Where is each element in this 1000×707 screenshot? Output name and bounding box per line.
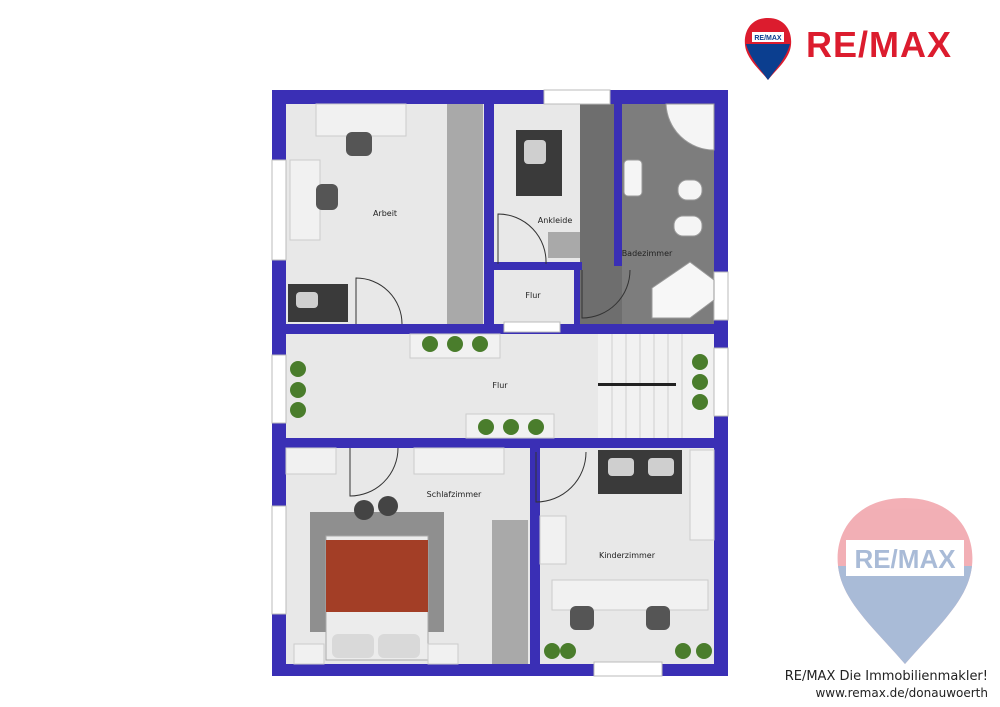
footer-tagline: RE/MAX Die Immobilienmakler! (784, 669, 988, 684)
room-label-ankleide: Ankleide (538, 216, 573, 225)
windows (271, 89, 729, 677)
plants (290, 336, 712, 659)
bathroom-fixtures (623, 103, 715, 319)
watermark-balloon: RE/MAX (837, 498, 973, 664)
room-labels: Arbeit Ankleide Badezimmer Flur Flur Sch… (373, 209, 673, 560)
room-label-badezimmer: Badezimmer (622, 249, 673, 258)
room-label-kinderzimmer: Kinderzimmer (599, 551, 656, 560)
remax-wordmark: RE/MAX (806, 24, 953, 65)
balloon-logo-text: RE/MAX (754, 35, 782, 42)
footer-url[interactable]: www.remax.de/donauwoerth (815, 686, 988, 700)
room-label-flur-small: Flur (525, 291, 541, 300)
room-label-arbeit: Arbeit (373, 209, 397, 218)
doors (349, 213, 631, 503)
room-label-flur: Flur (492, 381, 508, 390)
room-label-schlafzimmer: Schlafzimmer (427, 490, 482, 499)
remax-balloon-logo: RE/MAX (744, 18, 792, 80)
footer: RE/MAX Die Immobilienmakler! www.remax.d… (785, 668, 988, 702)
watermark-logo-text: RE/MAX (854, 544, 956, 574)
furniture (285, 103, 715, 665)
interior-walls (278, 96, 722, 670)
